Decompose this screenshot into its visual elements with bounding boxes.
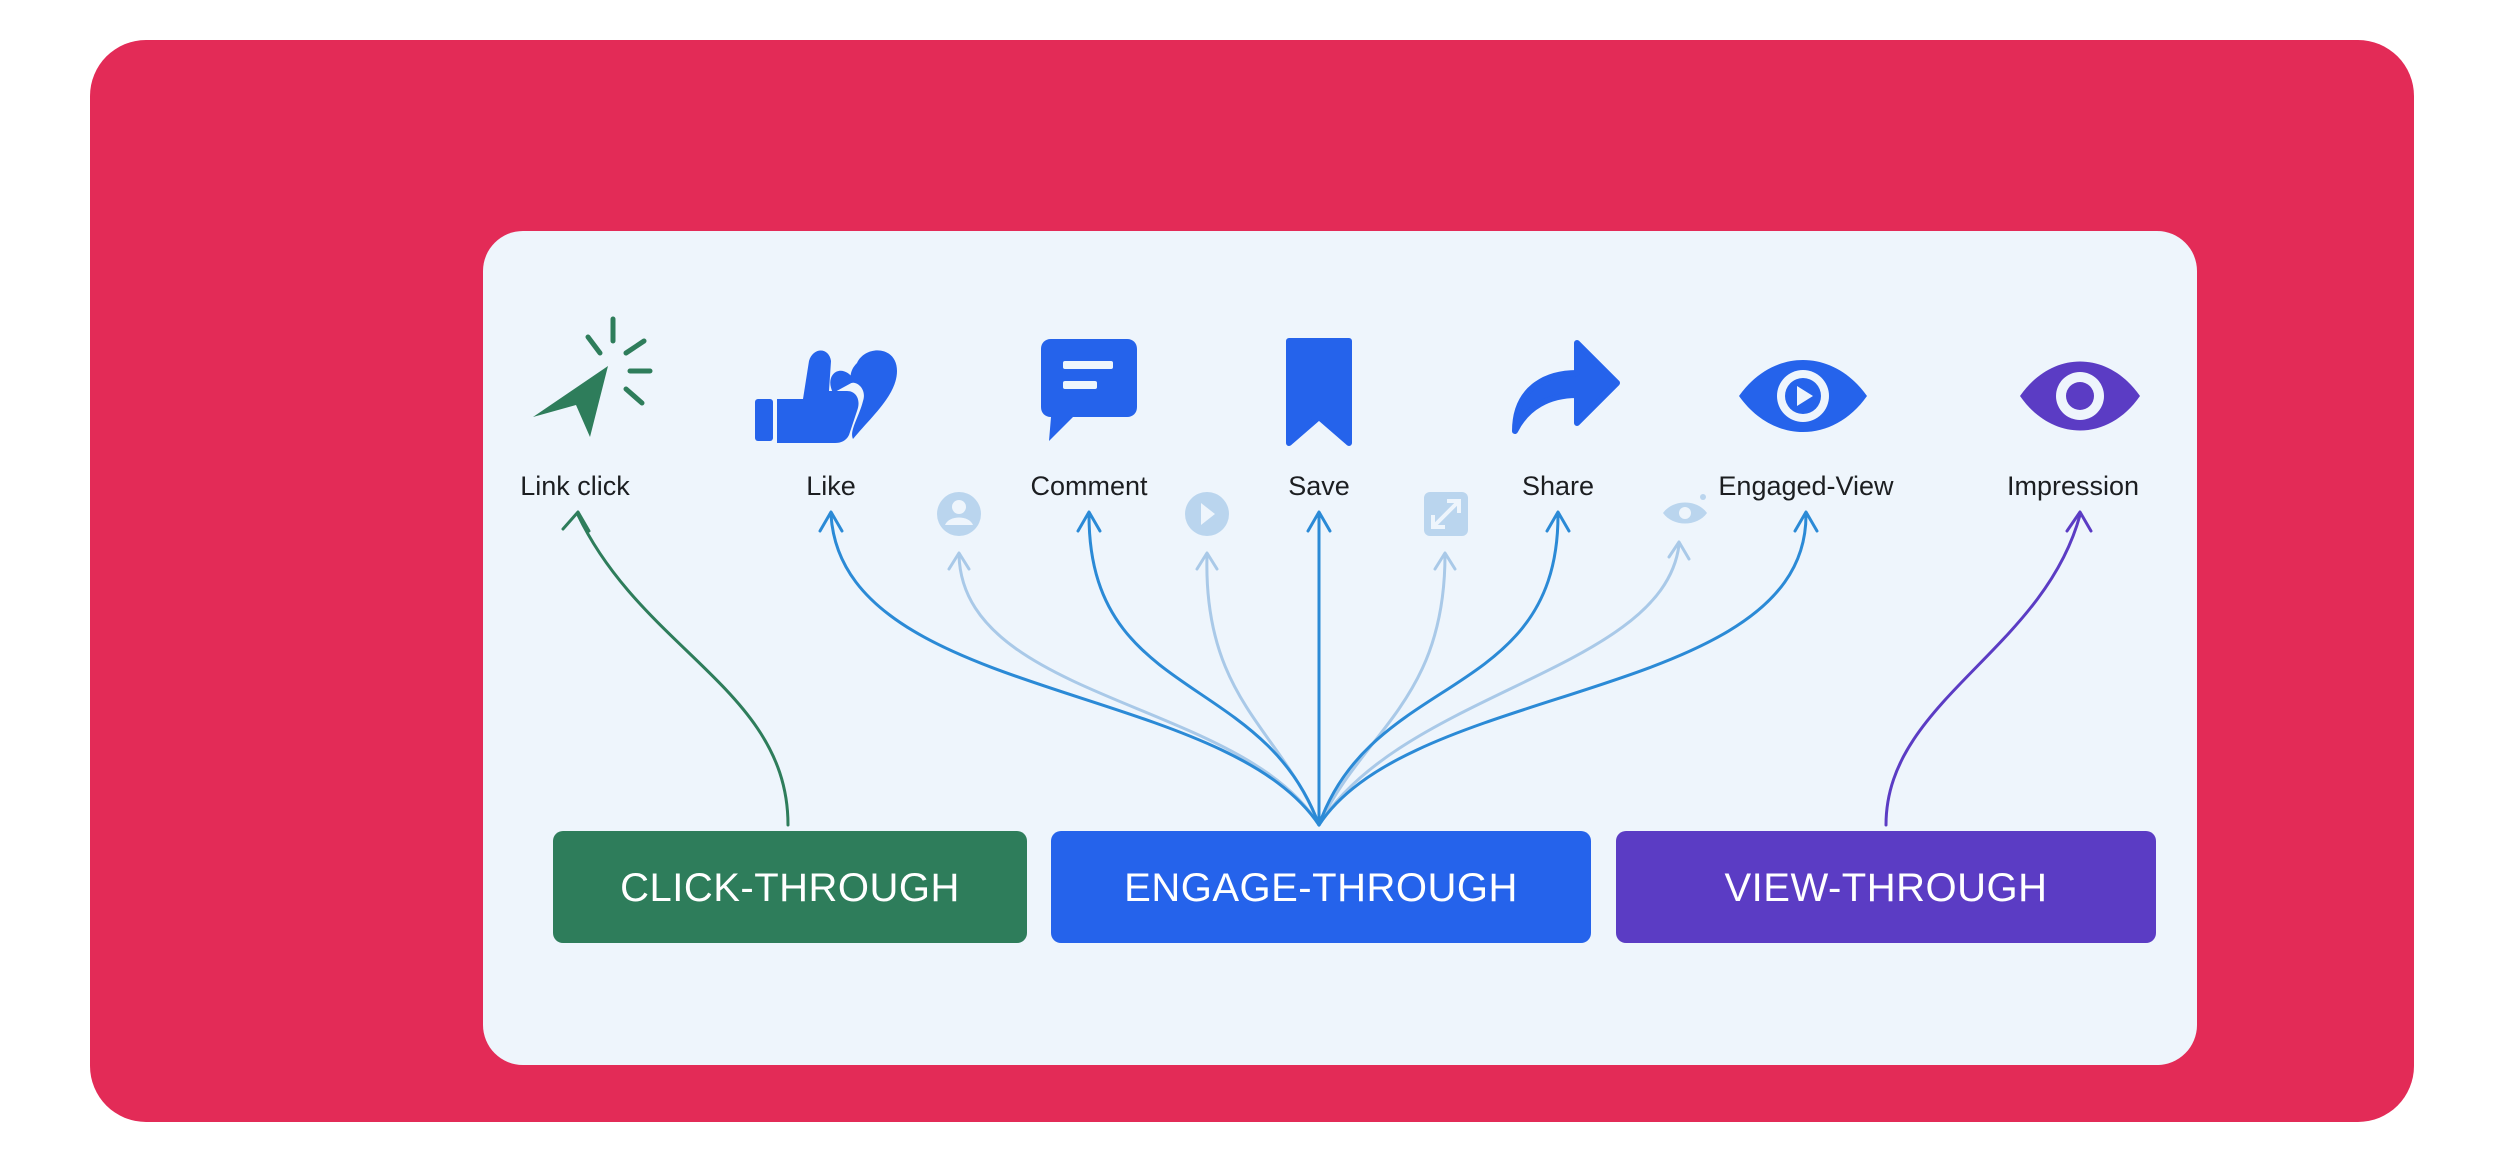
action-label-comment: Comment bbox=[1030, 471, 1148, 501]
view-through-label: VIEW-THROUGH bbox=[1724, 866, 2047, 910]
view-through-arrow bbox=[1884, 510, 2093, 827]
engage-through-box: ENGAGE-THROUGH bbox=[1051, 831, 1591, 943]
cursor-click-icon bbox=[533, 316, 653, 437]
action-label-engaged-view: Engaged-View bbox=[1718, 471, 1894, 501]
click-through-label: CLICK-THROUGH bbox=[620, 866, 960, 910]
view-through-box: VIEW-THROUGH bbox=[1616, 831, 2156, 943]
engage-through-label: ENGAGE-THROUGH bbox=[1124, 866, 1518, 910]
eye-icon bbox=[2020, 361, 2140, 431]
click-through-box: CLICK-THROUGH bbox=[553, 831, 1027, 943]
action-label-like: Like bbox=[806, 471, 856, 501]
profile-icon bbox=[937, 492, 981, 536]
click-through-arrow bbox=[561, 510, 790, 827]
share-icon bbox=[1512, 340, 1620, 434]
attribution-diagram: Link click Like Comment Save Share Engag… bbox=[520, 316, 2156, 943]
expand-icon bbox=[1424, 492, 1468, 536]
like-heart-icon bbox=[755, 350, 897, 443]
diagram-card: Link click Like Comment Save Share Engag… bbox=[483, 231, 2197, 1065]
engage-through-faded-arrows bbox=[947, 540, 1691, 827]
comment-icon bbox=[1041, 339, 1137, 441]
background-frame: Link click Like Comment Save Share Engag… bbox=[90, 40, 2414, 1122]
play-icon bbox=[1185, 492, 1229, 536]
engage-through-arrows bbox=[818, 510, 1819, 827]
action-label-save: Save bbox=[1288, 471, 1350, 501]
action-label-share: Share bbox=[1522, 471, 1594, 501]
action-label-impression: Impression bbox=[2007, 471, 2139, 501]
play-eye-icon bbox=[1739, 360, 1867, 432]
view-icon bbox=[1663, 494, 1707, 524]
bookmark-icon bbox=[1286, 338, 1352, 446]
action-label-link-click: Link click bbox=[520, 471, 630, 501]
